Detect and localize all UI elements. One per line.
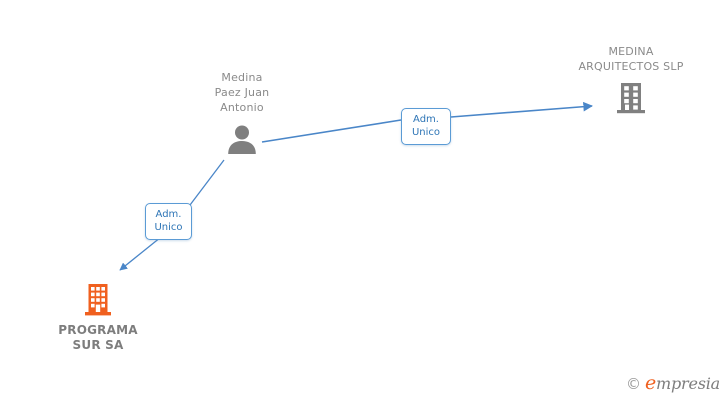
brand-rest: mpresia [656, 374, 720, 393]
building-icon [617, 83, 645, 114]
building-icon [85, 284, 111, 316]
node-company-medina-label: MEDINA ARQUITECTOS SLP [578, 45, 684, 73]
brand-initial: e [644, 372, 656, 394]
node-company-programa-sur[interactable]: PROGRAMA SUR SA [36, 283, 160, 353]
person-icon [228, 125, 256, 154]
node-company-programa-label: PROGRAMA SUR SA [58, 323, 138, 352]
copyright-icon: © [625, 375, 641, 393]
node-person-label: Medina Paez Juan Antonio [214, 71, 270, 114]
relation-label-adm-unico-programa[interactable]: Adm. Unico [145, 203, 192, 240]
node-person[interactable]: Medina Paez Juan Antonio [182, 70, 302, 157]
watermark-empresia: © empresia [625, 372, 720, 394]
node-company-medina-arquitectos[interactable]: MEDINA ARQUITECTOS SLP [551, 44, 711, 114]
brand-wordmark: empresia [644, 372, 720, 394]
relation-label-adm-unico-medina[interactable]: Adm. Unico [401, 108, 451, 145]
